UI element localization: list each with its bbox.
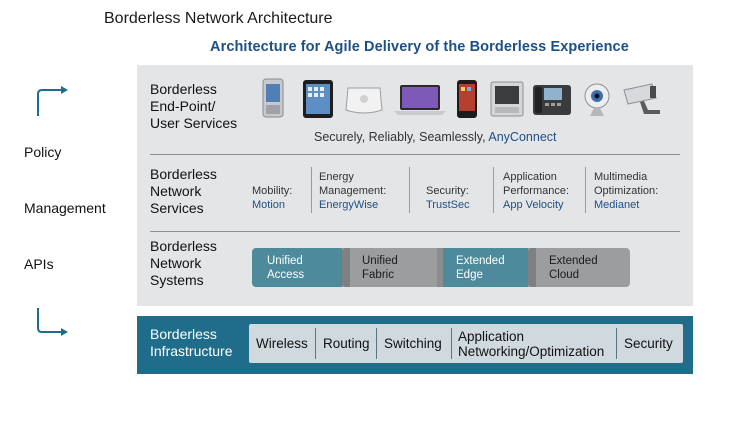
- anyconnect-label: AnyConnect: [488, 130, 557, 144]
- row-divider: [150, 231, 680, 232]
- smartphone-icon: [262, 78, 284, 118]
- infra-divider: [451, 328, 452, 359]
- video-display-icon: [490, 81, 524, 117]
- service-mobility: Mobility: Motion: [252, 185, 293, 211]
- infra-item-app-networking: Application Networking/Optimization: [458, 328, 605, 359]
- up-right-arrow-icon: [37, 86, 68, 116]
- security-camera-icon: [623, 83, 660, 114]
- device-strip: [256, 78, 666, 122]
- infra-item-security: Security: [624, 336, 673, 351]
- infrastructure-title: Borderless Infrastructure: [150, 326, 233, 359]
- block-tab: [437, 248, 443, 287]
- infra-divider: [315, 328, 316, 359]
- endpoint-tagline: Securely, Reliably, Seamlessly, AnyConne…: [314, 130, 557, 144]
- service-security: Security: TrustSec: [426, 185, 470, 211]
- service-energy-management: Energy Management: EnergyWise: [319, 171, 387, 211]
- network-services-title: Borderless Network Services: [150, 166, 217, 216]
- infra-item-switching: Switching: [384, 336, 442, 351]
- service-divider: [409, 167, 410, 213]
- block-tab: [342, 248, 350, 287]
- infra-divider: [376, 328, 377, 359]
- tablet-icon: [303, 80, 333, 118]
- infra-item-wireless: Wireless: [256, 336, 308, 351]
- side-label-policy: Policy: [24, 144, 62, 160]
- system-extended-edge: Extended Edge: [443, 248, 534, 287]
- network-systems-title: Borderless Network Systems: [150, 238, 217, 288]
- service-application-performance: Application Performance: App Velocity: [503, 171, 570, 211]
- system-extended-cloud: Extended Cloud: [528, 248, 630, 287]
- system-unified-access: Unified Access: [252, 248, 346, 287]
- side-label-apis: APIs: [24, 256, 54, 272]
- infra-item-routing: Routing: [323, 336, 370, 351]
- service-divider: [585, 167, 586, 213]
- access-point-icon: [345, 87, 383, 114]
- block-tab: [528, 248, 536, 287]
- page-title: Borderless Network Architecture: [104, 10, 333, 27]
- service-divider: [311, 167, 312, 213]
- touch-phone-icon: [457, 80, 477, 118]
- infra-divider: [616, 328, 617, 359]
- laptop-icon: [394, 85, 446, 115]
- down-right-arrow-icon: [37, 308, 68, 336]
- service-divider: [493, 167, 494, 213]
- diagram-subtitle: Architecture for Agile Delivery of the B…: [210, 39, 629, 55]
- system-unified-fabric: Unified Fabric: [342, 248, 443, 287]
- side-label-management: Management: [24, 200, 106, 216]
- endpoint-services-title: Borderless End-Point/ User Services: [150, 81, 238, 131]
- row-divider: [150, 154, 680, 155]
- ip-phone-icon: [533, 85, 571, 115]
- service-multimedia-optimization: Multimedia Optimization: Medianet: [594, 171, 659, 211]
- infrastructure-bar: Wireless Routing Switching Application N…: [249, 324, 683, 363]
- webcam-icon: [584, 83, 610, 116]
